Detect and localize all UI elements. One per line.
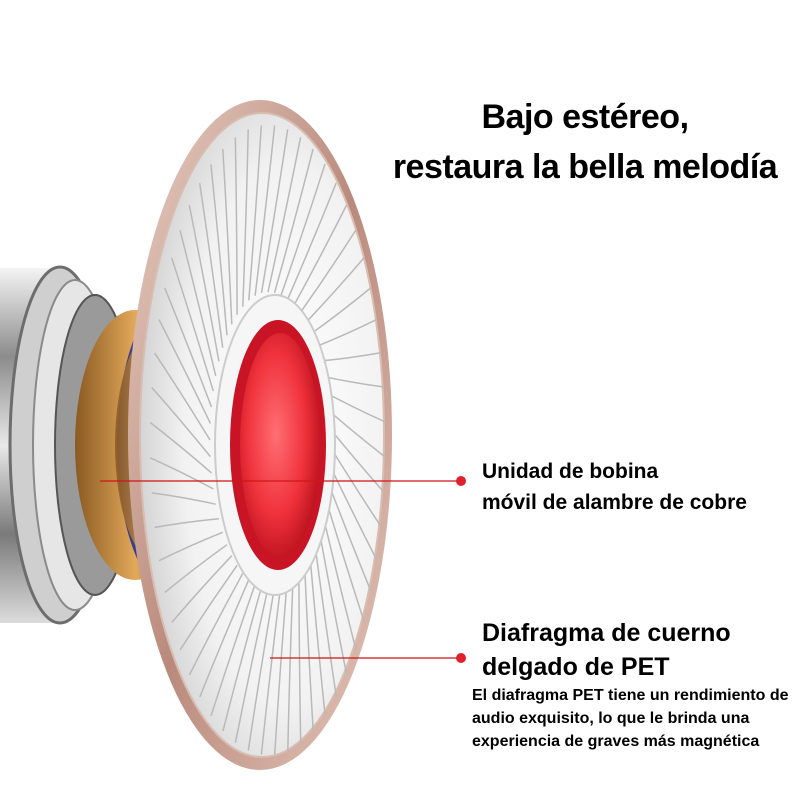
diaphragm-rib [247, 586, 276, 751]
callout-voice-coil: Unidad de bobina móvil de alambre de cob… [482, 456, 747, 518]
diaphragm-rib [153, 352, 211, 441]
diaphragm-rib [164, 287, 213, 408]
callout-voice-coil-line-1: Unidad de bobina [482, 460, 659, 483]
diaphragm-rib [179, 230, 217, 376]
headline-line-2: restaura la bella melodía [392, 148, 778, 186]
diaphragm-rib [273, 579, 288, 755]
diaphragm-rib [267, 137, 302, 293]
diaphragm-rib [198, 183, 224, 348]
diaphragm-rib [149, 421, 212, 474]
diaphragm-rib [158, 319, 212, 424]
diaphragm-rib [234, 137, 238, 315]
diaphragm-rib [287, 573, 294, 751]
diaphragm-rib [188, 572, 244, 676]
callout-diaphragm-line-2: delgado de PET [482, 653, 670, 681]
diaphragm-rib [260, 584, 282, 755]
diaphragm-rib [298, 565, 302, 743]
diaphragm-rib [242, 129, 249, 307]
diaphragm-rib [171, 555, 233, 623]
diaphragm-rib [149, 457, 214, 490]
diaphragm-rib [154, 517, 219, 529]
diaphragm-rib [151, 492, 216, 505]
callout-diaphragm: Diafragma de cuerno delgado de PET [482, 616, 731, 684]
callout-dot [456, 476, 466, 486]
diaphragm-rib [254, 125, 276, 296]
callout-dot [456, 653, 466, 663]
diaphragm-rib [234, 587, 269, 743]
callout-pointers [100, 476, 466, 663]
diaphragm-rib [210, 164, 228, 336]
diaphragm-rib [280, 163, 326, 296]
diaphragm-rib [248, 125, 263, 301]
diaphragm-rib [170, 257, 215, 392]
diaphragm-rib [222, 586, 263, 732]
diaphragm-rib [151, 386, 211, 458]
red-dome-cap [230, 320, 326, 570]
headline-line-1: Bajo estéreo, [481, 98, 689, 136]
diaphragm-rib [303, 257, 365, 325]
diaphragm-description: El diafragma PET tiene un rendimiento de… [472, 687, 789, 750]
diaphragm-rib [179, 564, 238, 651]
diaphragm-rib [286, 182, 337, 301]
callout-diaphragm-line-1: Diafragma de cuerno [482, 619, 731, 647]
diaphragm-rib [292, 204, 348, 308]
diaphragm-rib [199, 579, 250, 698]
diaphragm-rib [260, 129, 289, 294]
diaphragm-rib [298, 229, 357, 316]
diaphragm-rib [273, 148, 314, 294]
diaphragm-rib [188, 205, 220, 362]
diaphragm-rib [164, 544, 228, 594]
diaphragm-rib [158, 531, 223, 562]
diaphragm-rib [303, 555, 314, 732]
headline: Bajo estéreo, restaura la bella melodía [370, 92, 800, 192]
diaphragm-rib [210, 584, 256, 717]
diaphragm-rib [222, 148, 233, 325]
callout-voice-coil-line-2: móvil de alambre de cobre [482, 491, 747, 514]
